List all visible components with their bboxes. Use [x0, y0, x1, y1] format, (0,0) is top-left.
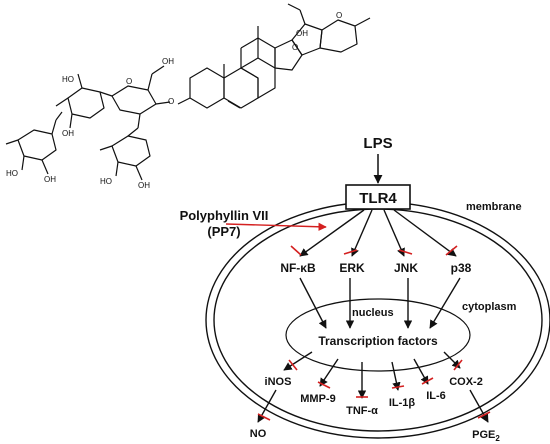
- kinase-jnk: JNK: [394, 261, 418, 275]
- polyphyllin-structure: [5, 3, 371, 181]
- cox2-to-pge2-arrow: [469, 389, 489, 423]
- sugar-rhamnose-1: [67, 87, 105, 119]
- atom-ho-rham2: HO: [6, 169, 18, 178]
- structure-atom-labels: O O OH O OH O HO OH HO OH HO OH: [6, 11, 342, 190]
- sugar-rhamnose-2: [17, 129, 57, 161]
- transcription-factors-label: Transcription factors: [318, 334, 438, 348]
- tlr4-label: TLR4: [359, 190, 397, 207]
- output-mmp9: MMP-9: [300, 393, 335, 405]
- cytoplasm-label: cytoplasm: [462, 301, 517, 313]
- kinase-nfkb: NF-κB: [280, 261, 316, 275]
- atom-oh-glucose: OH: [162, 57, 174, 66]
- ring-d: [274, 39, 303, 71]
- tlr4-branch-arrows: [299, 209, 457, 257]
- pge2-subscript: 2: [495, 434, 500, 443]
- inos-to-no-arrow: [257, 389, 277, 423]
- nucleus-ellipse: [285, 298, 471, 372]
- nucleus-label: nucleus: [352, 307, 394, 319]
- atom-o-ring-f: O: [336, 11, 342, 20]
- output-il1b: IL-1β: [389, 397, 416, 409]
- output-inhibition-marks: [288, 359, 463, 398]
- atom-o-glucose: O: [126, 77, 132, 86]
- cell-membrane-inner: [213, 208, 543, 432]
- atom-o-linker: O: [168, 97, 174, 106]
- output-cox2: COX-2: [449, 376, 483, 388]
- pge2-main: PGE: [472, 429, 495, 441]
- atom-o-ring-e: O: [292, 43, 298, 52]
- tlr4-box: [345, 184, 411, 210]
- atom-ho-rham3: HO: [100, 177, 112, 186]
- kinase-p38: p38: [451, 261, 472, 275]
- pp7-abbrev: (PP7): [207, 224, 240, 239]
- atom-oh-rham3: OH: [138, 181, 150, 190]
- pp7-name: Polyphyllin VII: [180, 208, 269, 223]
- atom-oh-rham2: OH: [44, 175, 56, 184]
- cox2-to-pge2-inhibition: [477, 411, 491, 419]
- ring-a: [189, 67, 225, 109]
- kinase-to-tf-arrows: [299, 277, 461, 329]
- kinase-erk: ERK: [339, 261, 365, 275]
- double-bond: [227, 100, 241, 109]
- output-tnfa: TNF-α: [346, 405, 378, 417]
- cell-membrane-outer: [205, 201, 550, 439]
- atom-oh-rham1: OH: [62, 129, 74, 138]
- ring-c: [240, 57, 276, 99]
- membrane-label: membrane: [466, 201, 522, 213]
- output-il6: IL-6: [426, 390, 446, 402]
- output-no: NO: [250, 428, 267, 440]
- pp7-arrow: [225, 222, 327, 231]
- lps-label: LPS: [363, 135, 392, 152]
- atom-oh-steroid: OH: [296, 29, 308, 38]
- inos-to-no-inhibition: [257, 413, 271, 421]
- tf-to-output-arrows: [283, 351, 461, 399]
- output-pge2: PGE2: [472, 429, 500, 443]
- ring-f: [319, 19, 358, 53]
- sugar-glucose: [111, 85, 157, 115]
- kinase-inhibition-marks: [290, 245, 458, 256]
- sugar-rhamnose-3: [111, 135, 151, 167]
- atom-ho-rham1: HO: [62, 75, 74, 84]
- output-inos: iNOS: [265, 376, 292, 388]
